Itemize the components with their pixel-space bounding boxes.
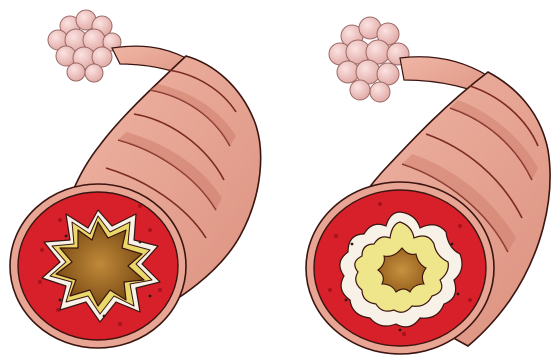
right-alveoli-cluster xyxy=(329,17,409,102)
left-cross-section xyxy=(10,184,186,348)
right-cross-section xyxy=(306,182,494,354)
right-airway xyxy=(306,17,550,354)
left-alveoli-cluster xyxy=(48,10,121,82)
left-airway xyxy=(10,10,261,348)
